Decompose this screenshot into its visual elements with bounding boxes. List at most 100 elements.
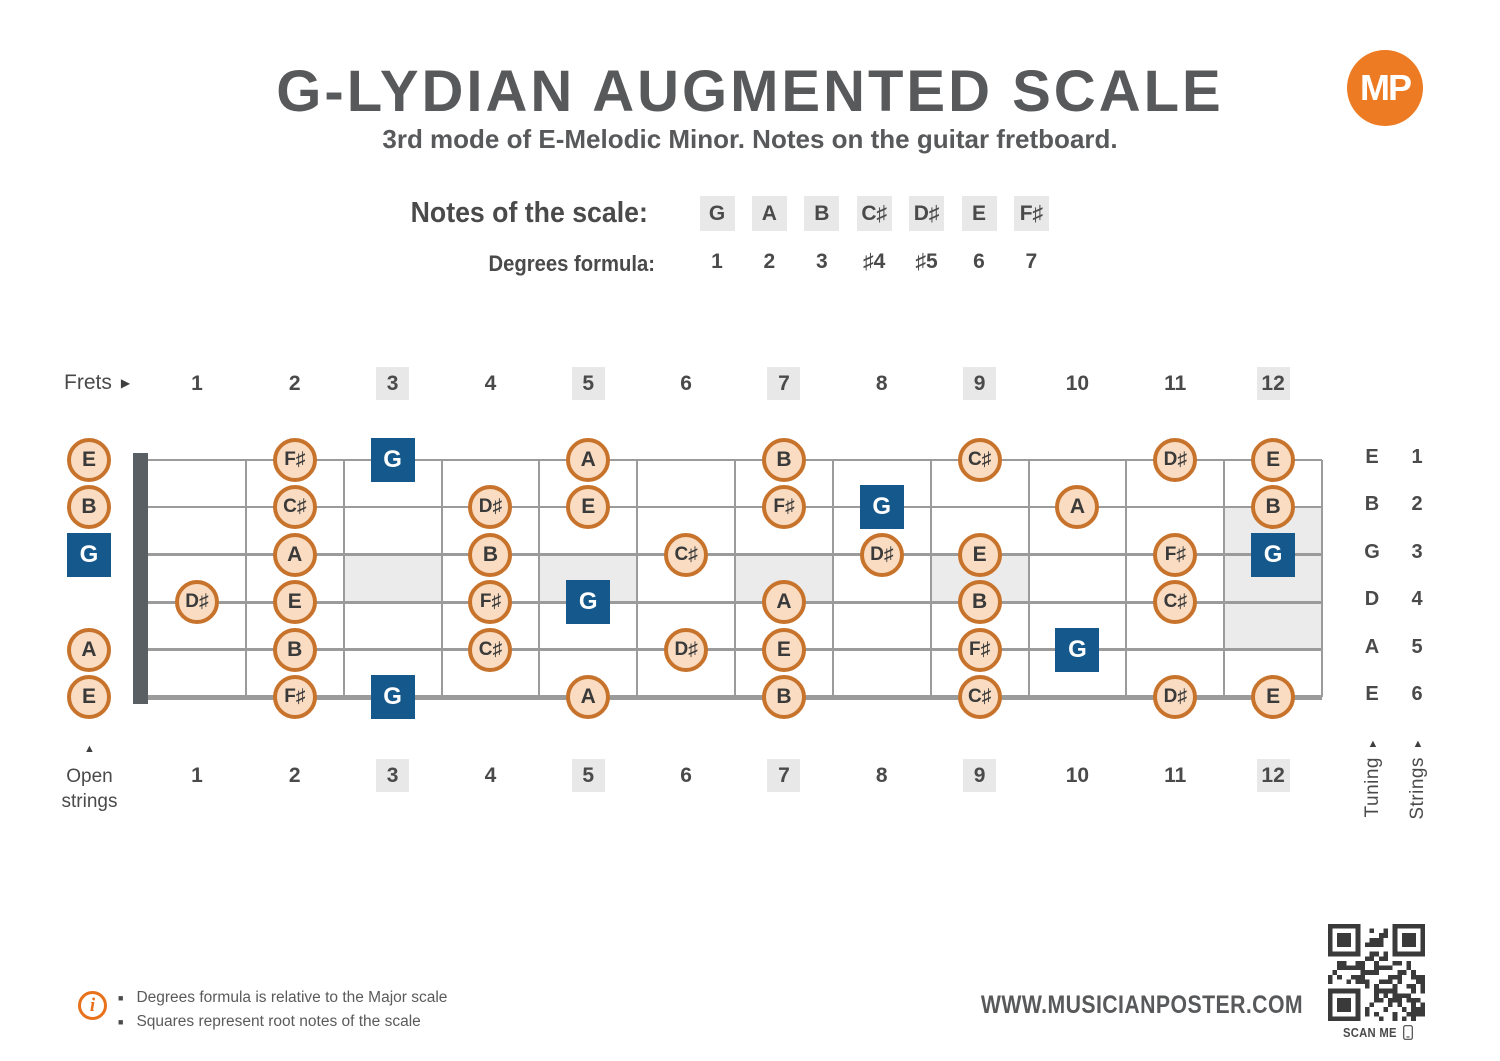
- scale-note-E: E: [961, 196, 997, 231]
- fret-number-bottom-10: 10: [1065, 763, 1090, 787]
- degree-♯5: ♯5: [915, 250, 938, 273]
- string-line-4: [133, 600, 1322, 604]
- fret-number-bottom-6: 6: [680, 763, 692, 787]
- note-C♯: C♯: [468, 627, 513, 672]
- frets-label: Frets ▶: [64, 371, 130, 395]
- string-line-2: [133, 506, 1322, 508]
- degree-1: 1: [711, 250, 723, 273]
- scan-me-label: SCAN ME: [1342, 1025, 1397, 1040]
- fret-number-bottom-4: 4: [484, 763, 497, 787]
- fret-number-bottom-9: 9: [963, 758, 997, 792]
- open-strings-label: ▲ Open strings: [44, 737, 135, 814]
- fret-number-top-5: 5: [571, 366, 605, 400]
- note-C♯: C♯: [664, 532, 709, 577]
- fret-number-top-11: 11: [1164, 371, 1187, 395]
- note-E: E: [1251, 437, 1296, 482]
- scale-notes-label: Notes of the scale:: [410, 197, 648, 229]
- note-F♯: F♯: [1153, 532, 1198, 577]
- fret-wire-4: [538, 459, 541, 697]
- note-C♯: C♯: [1153, 580, 1198, 624]
- mp-logo-text: MP: [1360, 67, 1412, 108]
- degrees-formula-label: Degrees formula:: [488, 251, 655, 276]
- info-icon: i: [78, 991, 107, 1020]
- tuning-letter-6: E: [1365, 683, 1379, 705]
- note-B: B: [468, 532, 513, 577]
- note-E: E: [761, 627, 806, 672]
- fret-number-top-7: 7: [767, 366, 801, 400]
- fret-number-bottom-8: 8: [875, 763, 888, 787]
- scale-note-F♯: F♯: [1013, 196, 1049, 231]
- note-A: A: [1055, 485, 1100, 529]
- note-B: B: [761, 675, 806, 719]
- tuning-letter-2: B: [1364, 493, 1380, 515]
- fret-number-bottom-7: 7: [767, 758, 801, 792]
- fret-number-top-8: 8: [875, 371, 888, 395]
- fret-wire-2: [342, 459, 345, 697]
- fret-marker-3: [343, 554, 442, 602]
- fret-wire-9: [1027, 459, 1030, 697]
- degree-6: 6: [973, 250, 985, 273]
- scale-note-C♯: C♯: [856, 196, 892, 231]
- root-note-G: G: [67, 532, 111, 577]
- open-strings-label-text: Open strings: [61, 766, 118, 812]
- fret-number-top-9: 9: [963, 366, 997, 400]
- mp-logo: MP: [1347, 50, 1423, 126]
- scan-me-row: SCAN ME: [1328, 1025, 1425, 1040]
- note-F♯: F♯: [957, 627, 1002, 672]
- note-B: B: [1251, 485, 1296, 529]
- string-number-2: 2: [1411, 493, 1423, 515]
- tuning-label-text: Tuning: [1362, 757, 1383, 818]
- note-C♯: C♯: [957, 437, 1002, 482]
- note-A: A: [566, 675, 611, 719]
- note-A: A: [67, 627, 111, 672]
- phone-icon: [1403, 1025, 1414, 1040]
- note-A: A: [272, 532, 317, 577]
- legend: i ■ Degrees formula is relative to the M…: [78, 986, 447, 1034]
- note-E: E: [957, 532, 1002, 577]
- fret-wire-11: [1223, 459, 1226, 697]
- legend-list: ■ Degrees formula is relative to the Maj…: [118, 986, 447, 1034]
- arrow-right-icon: ▶: [120, 376, 131, 390]
- degree-3: 3: [815, 250, 828, 273]
- fret-number-top-3: 3: [376, 366, 410, 400]
- note-D♯: D♯: [468, 485, 513, 529]
- note-C♯: C♯: [272, 485, 317, 529]
- fret-marker-12: [1224, 507, 1322, 650]
- fret-wire-7: [831, 459, 834, 697]
- root-note-G: G: [370, 675, 415, 719]
- note-D♯: D♯: [1153, 437, 1198, 482]
- tuning-letter-1: E: [1365, 445, 1379, 468]
- square-bullet-icon: ■: [118, 993, 124, 1003]
- fret-number-top-10: 10: [1065, 371, 1090, 395]
- fret-wire-12: [1321, 459, 1323, 697]
- note-F♯: F♯: [272, 675, 317, 719]
- note-E: E: [272, 580, 317, 624]
- root-note-G: G: [1055, 627, 1100, 672]
- degree-7: 7: [1025, 250, 1038, 273]
- root-note-G: G: [566, 580, 611, 624]
- note-A: A: [566, 437, 611, 482]
- page-title: G-LYDIAN AUGMENTED SCALE: [276, 59, 1224, 124]
- tuning-label: ▲ Tuning: [1358, 738, 1388, 817]
- string-number-5: 5: [1411, 635, 1423, 658]
- scale-note-G: G: [699, 196, 735, 231]
- frets-label-text: Frets: [64, 371, 112, 394]
- fret-wire-3: [440, 459, 443, 697]
- legend-item-text: Squares represent root notes of the scal…: [136, 1013, 421, 1030]
- fret-number-top-12: 12: [1256, 366, 1290, 400]
- qr-code: [1328, 924, 1425, 1021]
- note-F♯: F♯: [761, 485, 806, 529]
- note-E: E: [67, 675, 111, 719]
- string-number-4: 4: [1411, 588, 1423, 610]
- fret-wire-1: [244, 459, 247, 697]
- note-B: B: [761, 437, 806, 482]
- fret-number-top-6: 6: [680, 371, 692, 395]
- fret-number-top-2: 2: [288, 371, 301, 395]
- fret-wire-8: [929, 459, 932, 697]
- tuning-letter-3: G: [1364, 540, 1380, 563]
- square-bullet-icon: ■: [118, 1017, 124, 1027]
- note-D♯: D♯: [859, 532, 904, 577]
- strings-label: ▲ Strings: [1403, 738, 1433, 820]
